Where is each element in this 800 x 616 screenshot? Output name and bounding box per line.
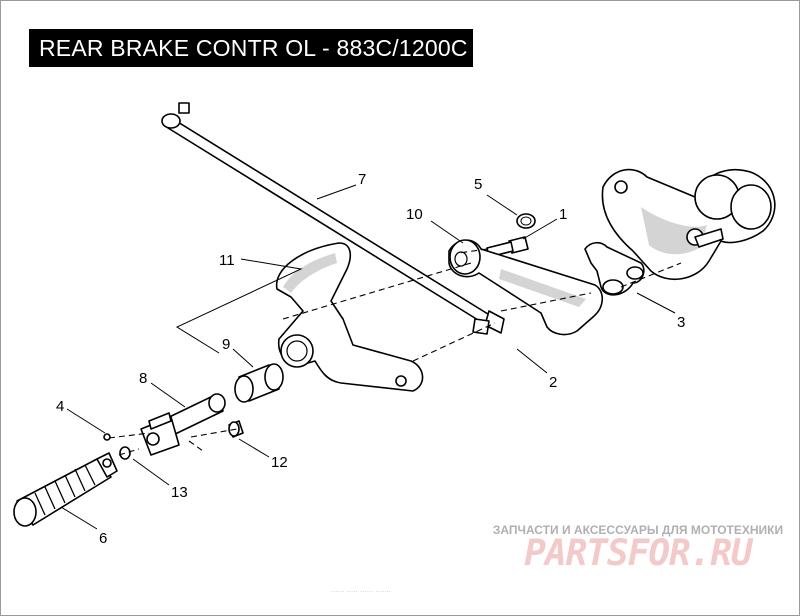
callout-6: 6 [99, 530, 107, 547]
part-5-clip [516, 213, 536, 229]
part-13-washer [119, 446, 131, 460]
footnote-text: ...... ..... ...... ....... [331, 585, 392, 594]
part-7-brake-rod [161, 102, 505, 335]
callout-7: 7 [358, 171, 366, 188]
part-9-bushing [234, 363, 284, 403]
callout-10: 10 [406, 206, 423, 223]
part-4-retaining-clip [103, 433, 111, 441]
diagram-title: REAR BRAKE CONTR OL - 883C/1200C [29, 29, 473, 67]
part-11-brake-pedal [275, 242, 424, 392]
callout-2: 2 [549, 374, 557, 391]
callout-13: 13 [171, 484, 188, 501]
callout-8: 8 [139, 370, 147, 387]
callout-3: 3 [677, 314, 685, 331]
callout-12: 12 [271, 454, 288, 471]
watermark-subtitle: ЗАПЧАСТИ И АКСЕССУАРЫ ДЛЯ МОТОТЕХНИКИ [492, 523, 784, 537]
part-8-pivot-pin [140, 393, 226, 456]
callout-11: 11 [219, 252, 235, 269]
callout-1: 1 [559, 206, 567, 223]
callout-9: 9 [222, 336, 230, 353]
frame-mount [601, 168, 776, 280]
watermark-logo: PARTSFOR.RU [524, 533, 752, 574]
part-6-footpeg [13, 452, 118, 527]
callout-leaders [60, 184, 676, 530]
callout-5: 5 [474, 176, 482, 193]
callout-labels: 1 2 3 4 5 6 7 8 9 10 11 12 13 [56, 171, 685, 547]
part-10-lever-arm [448, 239, 604, 336]
callout-4: 4 [56, 398, 64, 415]
assembly-lines [108, 248, 682, 456]
